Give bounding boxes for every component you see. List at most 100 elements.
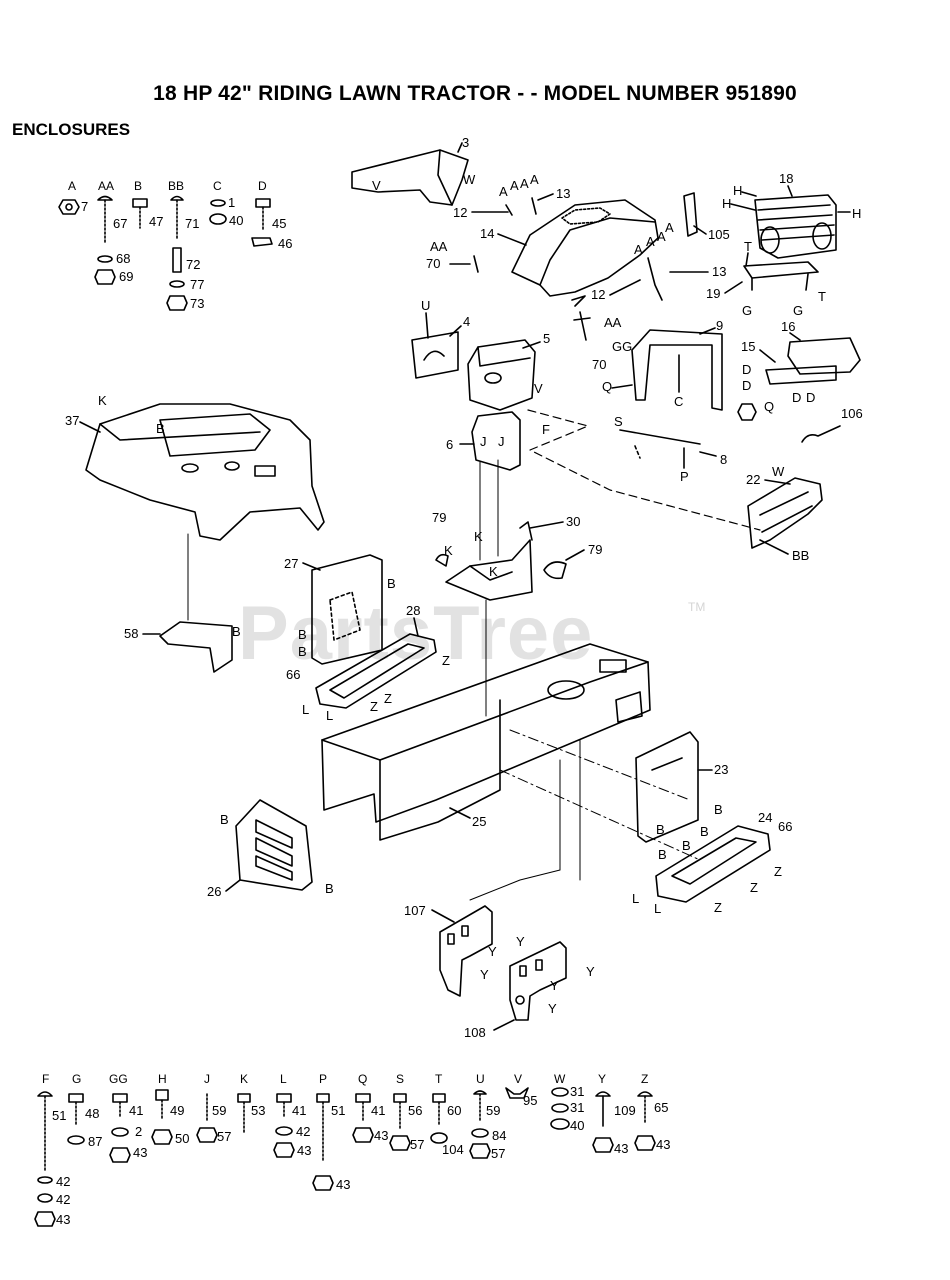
svg-text:AA: AA — [430, 239, 448, 254]
svg-text:27: 27 — [284, 556, 298, 571]
svg-text:Y: Y — [548, 1001, 557, 1016]
washer-icon — [551, 1087, 569, 1097]
washer-icon — [111, 1127, 129, 1137]
part-108-bracket: 108 Y Y Y — [464, 941, 595, 1040]
svg-text:A: A — [520, 176, 529, 191]
svg-text:60: 60 — [447, 1103, 461, 1118]
hardware-letter-C: C — [213, 179, 222, 193]
svg-text:84: 84 — [492, 1128, 506, 1143]
svg-text:A: A — [510, 178, 519, 193]
svg-text:Z: Z — [641, 1072, 648, 1086]
bolt-head-icon — [473, 1090, 487, 1095]
part-num: 68 — [116, 251, 130, 266]
washer-icon — [210, 199, 226, 207]
svg-text:B: B — [156, 421, 165, 436]
part-num: 45 — [272, 216, 286, 231]
nut-icon — [94, 269, 116, 285]
nut-icon — [273, 1142, 295, 1158]
svg-text:G: G — [72, 1072, 81, 1086]
svg-text:66: 66 — [286, 667, 300, 682]
nut-icon — [389, 1135, 411, 1151]
svg-text:65: 65 — [654, 1100, 668, 1115]
svg-text:W: W — [554, 1072, 566, 1086]
knob-icon — [543, 561, 567, 580]
watermark-trademark: TM — [688, 600, 706, 614]
svg-text:56: 56 — [408, 1103, 422, 1118]
diagram-title: 18 HP 42" RIDING LAWN TRACTOR - - MODEL … — [153, 82, 797, 105]
svg-text:A: A — [530, 172, 539, 187]
svg-text:41: 41 — [129, 1103, 143, 1118]
svg-text:12: 12 — [591, 287, 605, 302]
part-106-clip: 106 — [801, 406, 863, 443]
svg-text:43: 43 — [614, 1141, 628, 1156]
nut-icon — [469, 1143, 491, 1159]
svg-text:40: 40 — [570, 1118, 584, 1133]
svg-text:106: 106 — [841, 406, 863, 421]
hardware-letter-B: B — [134, 179, 142, 193]
part-58-bracket: 58 B — [124, 621, 241, 673]
svg-text:87: 87 — [88, 1134, 102, 1149]
svg-text:59: 59 — [212, 1103, 226, 1118]
svg-text:AA: AA — [604, 315, 622, 330]
hardware-letter-BB: BB — [168, 179, 184, 193]
svg-text:S: S — [614, 414, 623, 429]
svg-text:T: T — [435, 1072, 443, 1086]
svg-text:GG: GG — [109, 1072, 128, 1086]
svg-text:70: 70 — [592, 357, 606, 372]
svg-text:23: 23 — [714, 762, 728, 777]
svg-text:53: 53 — [251, 1103, 265, 1118]
svg-text:28: 28 — [406, 603, 420, 618]
washer-icon — [550, 1118, 570, 1130]
svg-text:43: 43 — [56, 1212, 70, 1227]
svg-text:105: 105 — [708, 227, 730, 242]
part-18-grille: 105 18 H H H — [683, 171, 861, 259]
bolt-head-icon — [37, 1091, 53, 1097]
svg-text:B: B — [658, 847, 667, 862]
nut-icon — [592, 1137, 614, 1153]
svg-text:H: H — [722, 196, 731, 211]
svg-text:Z: Z — [384, 691, 392, 706]
svg-text:51: 51 — [331, 1103, 345, 1118]
cap-head-icon — [155, 1089, 169, 1101]
washer-icon — [97, 255, 113, 263]
nut-hole-icon — [65, 203, 73, 211]
part-22-rear-panel: 22 W BB — [746, 464, 823, 563]
nut-icon — [34, 1211, 56, 1227]
svg-text:B: B — [232, 624, 241, 639]
svg-text:8: 8 — [720, 452, 727, 467]
svg-text:Q: Q — [358, 1072, 367, 1086]
part-num: 69 — [119, 269, 133, 284]
part-23-side-panel: 23 B B B B B — [635, 731, 728, 862]
svg-text:D: D — [742, 362, 751, 377]
hex-bolt-head-icon — [393, 1093, 407, 1103]
svg-text:57: 57 — [217, 1129, 231, 1144]
svg-text:H: H — [852, 206, 861, 221]
svg-text:79: 79 — [588, 542, 602, 557]
svg-text:B: B — [298, 644, 307, 659]
svg-text:A: A — [646, 234, 655, 249]
svg-text:T: T — [744, 239, 752, 254]
svg-text:K: K — [444, 543, 453, 558]
svg-text:L: L — [302, 702, 309, 717]
svg-text:J: J — [480, 434, 487, 449]
hardware-letter-AA: AA — [98, 179, 114, 193]
hex-bolt-head-icon — [276, 1093, 292, 1103]
svg-text:B: B — [220, 812, 229, 827]
svg-text:26: 26 — [207, 884, 221, 899]
guide-lines — [187, 459, 701, 901]
part-num: 47 — [149, 214, 163, 229]
svg-text:T: T — [818, 289, 826, 304]
svg-text:A: A — [634, 242, 643, 257]
part-27-side-panel: 27 B B B — [284, 554, 396, 665]
svg-text:S: S — [396, 1072, 404, 1086]
svg-text:Q: Q — [764, 399, 774, 414]
svg-text:D: D — [806, 390, 815, 405]
svg-text:B: B — [656, 822, 665, 837]
washer-icon — [471, 1128, 489, 1138]
hex-bolt-head-icon — [237, 1093, 251, 1103]
part-num: 67 — [113, 216, 127, 231]
svg-text:A: A — [665, 220, 674, 235]
svg-text:Z: Z — [442, 653, 450, 668]
svg-text:Y: Y — [550, 978, 559, 993]
part-24-footrest: 24 66 Z Z Z L L — [632, 810, 792, 916]
